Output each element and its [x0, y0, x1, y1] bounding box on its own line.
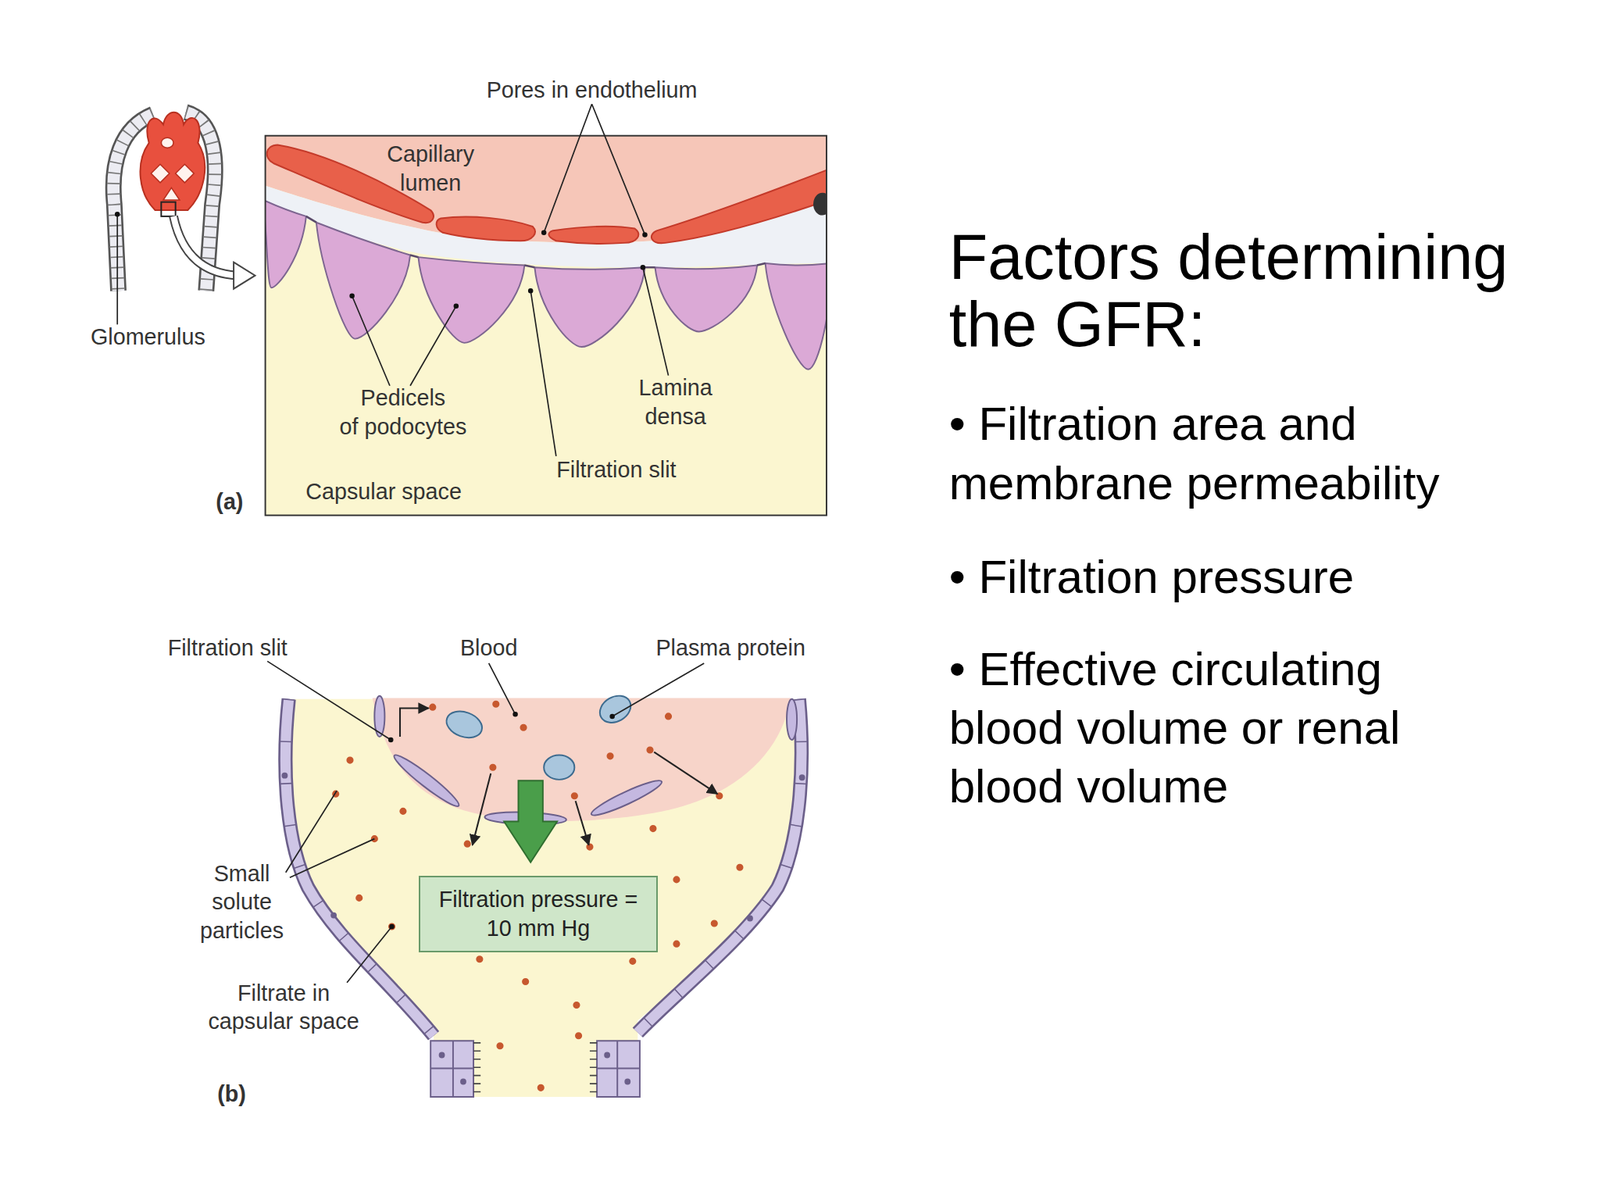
- capsule-wall: [113, 114, 154, 291]
- movement-arrow: [575, 800, 590, 845]
- panel-b-illustration: [281, 690, 805, 1097]
- capsule-wall-stripes: [113, 114, 154, 291]
- box-text: Filtration pressure = 10 mm Hg: [439, 885, 639, 943]
- plasma-protein: [543, 755, 575, 780]
- zoom-arrow: [173, 216, 237, 276]
- zoom-arrow: [173, 216, 237, 276]
- movement-arrow: [400, 707, 429, 737]
- capsule-wall: [113, 114, 154, 291]
- movement-arrow: [653, 752, 718, 795]
- part-label: Filtrate in capsular space: [208, 978, 360, 1036]
- part-label: Capsular space: [305, 477, 462, 507]
- part-label: Small solute particles: [200, 859, 284, 946]
- part-label: Capillary lumen: [386, 139, 475, 197]
- zoom-marker: [160, 202, 175, 217]
- cell-borders: [285, 699, 802, 1036]
- bullet-point: • Filtration pressure: [949, 547, 1355, 607]
- leader-dots: [114, 211, 648, 929]
- panel-a-illustration: [265, 135, 827, 516]
- podocyte-process: [390, 750, 463, 811]
- capillary-loops: [150, 137, 194, 200]
- plasma-protein: [595, 690, 636, 729]
- filtration-arrow: [503, 780, 558, 862]
- bullet-point: • Filtration area and membrane permeabil…: [949, 394, 1440, 512]
- zoom-arrow-head: [233, 262, 255, 290]
- podocyte-process: [589, 775, 665, 820]
- solute-particles: [332, 700, 743, 1092]
- microvilli: [473, 1042, 597, 1093]
- plasma-protein: [442, 707, 486, 743]
- process-box: Filtration pressure = 10 mm Hg: [418, 875, 659, 953]
- tubule-cells: [430, 1040, 640, 1097]
- part-label: Plasma protein: [655, 633, 806, 663]
- glomerular-tuft: [140, 112, 206, 211]
- movement-arrow: [472, 773, 492, 845]
- blood: [372, 697, 792, 821]
- slide-title: Factors determining the GFR:: [949, 223, 1509, 358]
- part-label: Lamina densa: [639, 373, 713, 431]
- nuclei: [281, 772, 805, 1086]
- nucleus: [813, 192, 827, 216]
- part-label: Pores in endothelium: [486, 75, 698, 105]
- parietal-layer: [285, 699, 802, 1036]
- leader-lines: [267, 660, 704, 983]
- panel-frame: [265, 135, 827, 516]
- leader-line: [116, 214, 118, 325]
- part-label: Filtration slit: [556, 455, 676, 485]
- parietal-layer: [285, 699, 802, 1036]
- part-label: Pedicels of podocytes: [339, 383, 467, 441]
- podocyte-process: [786, 699, 797, 740]
- panel-letter: (b): [217, 1079, 247, 1109]
- bullet-point: • Effective circulating blood volume or …: [949, 639, 1401, 816]
- part-label: Glomerulus: [90, 322, 206, 352]
- part-label: Filtration slit: [167, 633, 288, 663]
- endothelium: [267, 144, 827, 243]
- glomerulus-icon: [113, 112, 255, 325]
- part-label: Blood: [460, 633, 518, 663]
- slit-diaphragms: [306, 216, 766, 268]
- panel-letter: (a): [215, 487, 243, 517]
